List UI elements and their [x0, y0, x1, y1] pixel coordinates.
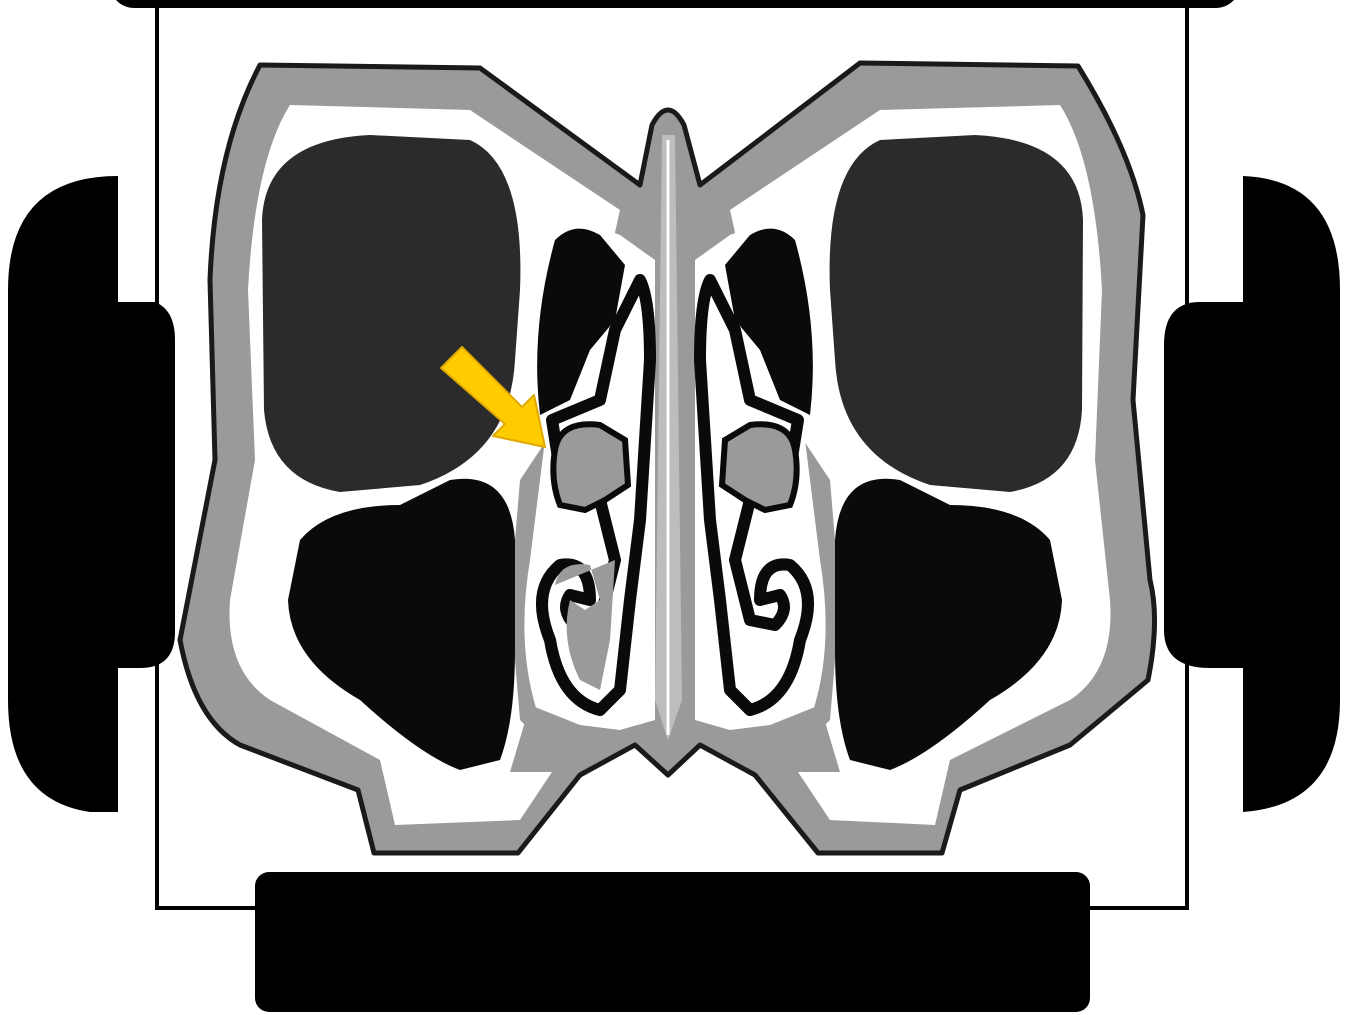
bottom-redaction-bar	[255, 872, 1090, 1012]
left-outer-redaction	[8, 176, 118, 812]
right-outer-redaction	[1243, 176, 1340, 812]
right-inner-redaction	[1164, 302, 1243, 668]
left-orbit	[262, 135, 520, 492]
left-inner-redaction	[118, 302, 175, 668]
right-orbit	[830, 135, 1083, 492]
